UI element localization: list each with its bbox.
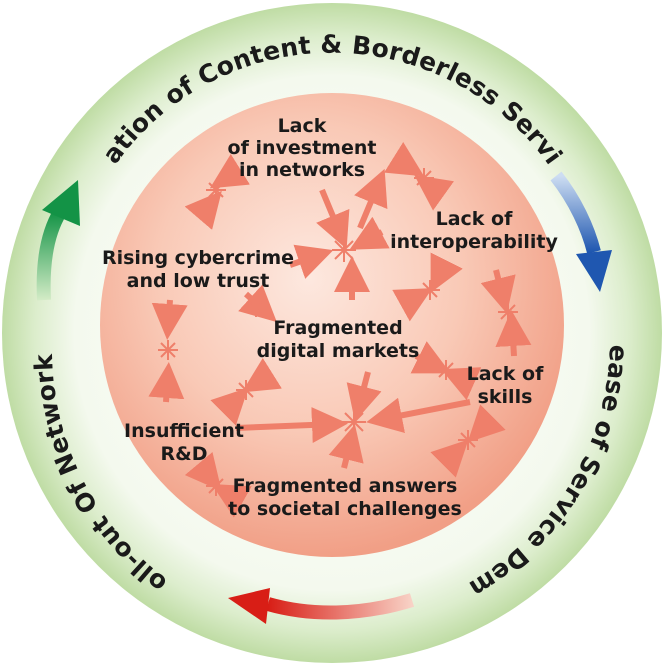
node-rising-cybercrime: Rising cybercrime and low trust	[102, 247, 294, 292]
node-label-line: digital markets	[257, 340, 420, 362]
node-label-line: R&D	[161, 443, 208, 465]
arrow-societal-left	[211, 484, 252, 518]
arrow-rnd-up	[210, 387, 249, 426]
burst-icon	[414, 168, 434, 188]
burst-icon	[206, 180, 226, 200]
arrow-investment-to-hub	[316, 188, 350, 250]
arrow-skills-left	[441, 367, 482, 401]
burst-icon	[342, 410, 366, 434]
arrow-markets-to-rnd	[241, 358, 282, 393]
node-label-line: Rising cybercrime	[102, 247, 294, 269]
burst-icon	[158, 340, 178, 360]
arrow-interop-down	[430, 252, 463, 293]
arrow-cyber-to-hub	[289, 244, 334, 279]
burst-icon	[206, 476, 226, 496]
arrow-cyber-down	[151, 299, 188, 340]
node-fragmented-answers: Fragmented answers to societal challenge…	[228, 475, 462, 520]
node-lack-of-skills: Lack of skills	[467, 363, 544, 408]
arrow-skills-to-lower-hub	[366, 397, 471, 434]
arrow-rnd-to-cyber	[148, 362, 185, 403]
node-label-line: of investment	[228, 137, 377, 159]
node-lack-of-interoperability: Lack of interoperability	[390, 208, 558, 253]
node-lack-of-investment: Lack of investment in networks	[228, 115, 377, 181]
burst-icon	[236, 380, 256, 400]
node-fragmented-digital-markets: Fragmented digital markets	[257, 317, 420, 362]
arrow-societal-up-right	[430, 439, 469, 478]
arrow-skills-up	[495, 310, 532, 357]
arrow-cyber-up	[184, 190, 222, 230]
red-cycle-arrow-icon	[228, 588, 415, 624]
node-label-line: interoperability	[390, 231, 558, 253]
node-label-line: in networks	[239, 159, 365, 181]
arrow-rnd-to-lower-hub	[235, 406, 348, 443]
node-label-line: Lack of	[467, 363, 544, 385]
node-label-line: Lack of	[436, 208, 513, 230]
node-label-line: Insufficient	[124, 420, 244, 442]
burst-icon	[498, 302, 518, 322]
burst-icon	[332, 238, 356, 262]
node-label-line: to societal challenges	[228, 498, 462, 520]
arrow-investment-left	[209, 154, 250, 189]
arrow-markets-to-lower-hub	[346, 371, 382, 422]
burst-icon	[247, 299, 265, 317]
arrow-to-interop-top	[384, 142, 425, 177]
arrow-interop-to-skills	[480, 269, 516, 314]
burst-icon	[458, 430, 478, 450]
arrow-rnd-down	[184, 452, 222, 492]
node-label-line: and low trust	[127, 270, 270, 292]
arrow-skills-down	[467, 404, 506, 443]
node-label-line: Fragmented	[273, 317, 402, 339]
green-cycle-arrow-icon	[36, 180, 80, 301]
arrow-markets-right-up	[392, 288, 433, 322]
burst-icons	[158, 168, 518, 496]
arrow-societal-to-lower-hub	[328, 424, 364, 469]
blue-cycle-arrow-icon	[550, 171, 612, 292]
node-insufficient-rnd: Insufficient R&D	[124, 420, 244, 465]
burst-icon	[436, 360, 456, 380]
node-label-line: skills	[478, 386, 533, 408]
node-label-line: Lack	[278, 115, 327, 137]
burst-icon	[420, 280, 440, 300]
connection-arrows	[148, 142, 532, 518]
arrow-markets-to-skills	[410, 341, 451, 374]
arrow-interop-up	[414, 175, 454, 211]
node-label-line: Fragmented answers	[233, 475, 458, 497]
arrow-interop-to-hub	[349, 216, 390, 250]
